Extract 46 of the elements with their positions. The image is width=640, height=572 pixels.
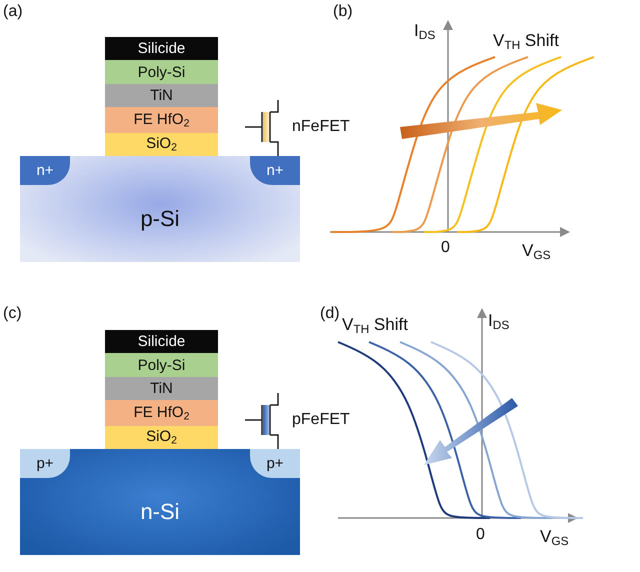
panel-label: (b) <box>333 4 353 20</box>
panel-label: (a) <box>3 4 23 20</box>
axis-label: V$_{GS}$ <box>522 242 551 262</box>
layer-label: Poly-Si <box>138 356 186 374</box>
layer-label: n-Si <box>140 499 180 525</box>
poly-si-layer <box>105 353 218 377</box>
oxide-layer <box>105 133 218 156</box>
tin-layer <box>105 377 218 400</box>
layer-label: p+ <box>36 455 54 472</box>
substrate-region <box>20 449 300 555</box>
poly-si-layer <box>105 60 218 84</box>
layer-label: Poly-Si <box>138 64 186 80</box>
doped-region <box>20 156 70 185</box>
layer-label: p-Si <box>140 206 180 232</box>
axis-tick-label: 0 <box>441 240 450 256</box>
tin-layer <box>105 84 218 107</box>
layer-label: FE HfO$_{2}$ <box>134 110 190 130</box>
panel-label: (d) <box>320 306 340 322</box>
layer-label: FE HfO$_{2}$ <box>134 404 190 422</box>
layer-label: TiN <box>150 87 173 104</box>
device-label: pFeFET <box>292 412 350 428</box>
annotation-label: V$_{TH}$ Shift <box>342 316 408 336</box>
axis-label: V$_{GS}$ <box>540 528 569 548</box>
axis-label: I$_{DS}$ <box>414 22 436 42</box>
layer-label: SiO$_{2}$ <box>146 135 177 154</box>
silicide-layer <box>105 37 218 60</box>
layer-label: n+ <box>36 162 54 179</box>
annotation-label: V$_{TH}$ Shift <box>493 32 559 52</box>
doped-region <box>20 449 70 478</box>
oxide-layer <box>105 426 218 449</box>
substrate-region <box>20 156 300 262</box>
device-label: nFeFET <box>292 119 350 135</box>
ferroelectric-layer <box>105 107 218 133</box>
doped-region <box>250 449 300 478</box>
layer-label: TiN <box>150 380 173 397</box>
layer-label: p+ <box>266 455 284 472</box>
ferroelectric-layer <box>105 400 218 426</box>
axis-label: I$_{DS}$ <box>488 312 510 332</box>
layer-label: Silicide <box>138 40 186 57</box>
layer-label: n+ <box>266 162 284 179</box>
axis-tick-label: 0 <box>476 527 485 543</box>
silicide-layer <box>105 330 218 353</box>
doped-region <box>250 156 300 185</box>
layer-label: Silicide <box>138 333 186 350</box>
layer-label: SiO$_{2}$ <box>146 428 177 447</box>
panel-label: (c) <box>3 306 22 322</box>
